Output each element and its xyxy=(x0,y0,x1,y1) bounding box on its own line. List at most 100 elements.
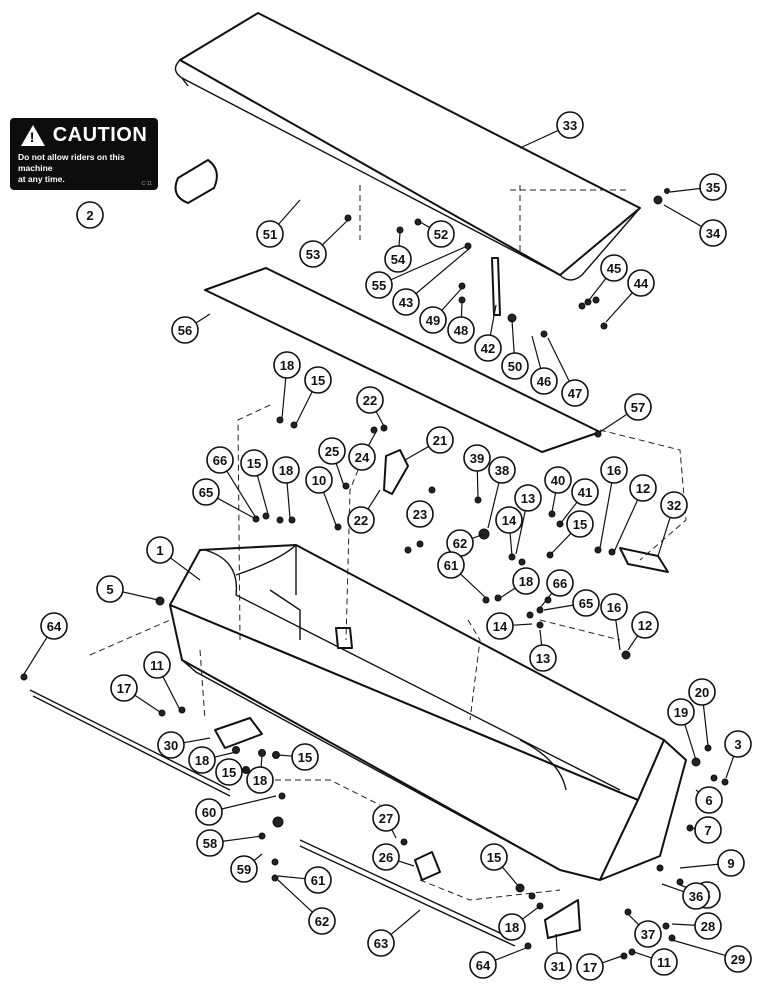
callout-circle xyxy=(308,907,336,935)
callout-label: 21 xyxy=(433,433,447,448)
callout-circle xyxy=(650,948,678,976)
leader-line xyxy=(183,737,211,744)
callout-label: 35 xyxy=(706,180,720,195)
callout-11: 11 xyxy=(633,948,678,976)
callout-circle xyxy=(561,379,589,407)
callout-circle xyxy=(318,437,346,465)
callout-circle xyxy=(469,951,497,979)
callout-label: 18 xyxy=(519,574,533,589)
callout-57: 57 xyxy=(599,393,652,433)
bracket-21 xyxy=(383,449,409,495)
leader-line xyxy=(522,905,541,920)
callout-label: 17 xyxy=(583,960,597,975)
callout-25: 25 xyxy=(318,437,346,487)
callout-label: 62 xyxy=(453,536,467,551)
leader-line xyxy=(559,501,578,525)
leader-line xyxy=(494,947,527,961)
callout-circle xyxy=(688,678,716,706)
leader-line xyxy=(217,497,255,519)
leader-line xyxy=(605,292,633,323)
leader-line xyxy=(547,337,570,382)
callout-label: 48 xyxy=(454,323,468,338)
callout-11: 11 xyxy=(143,651,181,711)
callout-label: 24 xyxy=(355,450,370,465)
leader-line xyxy=(214,751,237,758)
leader-line xyxy=(599,413,628,433)
callout-label: 18 xyxy=(280,358,294,373)
callout-2: 2 xyxy=(76,201,104,229)
callout-circle xyxy=(372,804,400,832)
leader-line xyxy=(335,463,345,487)
callout-circle xyxy=(530,367,558,395)
callout-circle xyxy=(724,730,752,758)
leader-line xyxy=(501,866,521,889)
callout-circle xyxy=(427,220,455,248)
leader-line xyxy=(391,829,397,839)
callout-circle xyxy=(272,456,300,484)
leader-line xyxy=(539,592,553,609)
leader-line xyxy=(539,629,543,646)
callout-circle xyxy=(437,551,465,579)
callout-circle xyxy=(463,444,491,472)
callout-circle xyxy=(157,731,185,759)
leader-line xyxy=(222,835,263,842)
callout-circle xyxy=(273,351,301,379)
leader-line xyxy=(419,221,431,229)
callout-circle xyxy=(367,929,395,957)
callout-7: 7 xyxy=(689,816,722,844)
callout-66: 66 xyxy=(539,569,574,609)
callout-circle xyxy=(498,913,526,941)
callout-label: 13 xyxy=(536,651,550,666)
callout-label: 39 xyxy=(470,451,484,466)
leader-line xyxy=(627,635,639,651)
callout-63: 63 xyxy=(367,909,421,957)
callout-33: 33 xyxy=(519,111,584,149)
callout-24: 24 xyxy=(348,431,377,471)
callout-label: 60 xyxy=(202,805,216,820)
callout-label: 15 xyxy=(311,373,325,388)
callout-19: 19 xyxy=(667,698,697,761)
callout-label: 14 xyxy=(493,619,508,634)
decal-header: CAUTION xyxy=(18,124,150,147)
decal-code: C·11 xyxy=(141,181,152,187)
callout-14: 14 xyxy=(495,506,523,557)
leader-line xyxy=(519,129,559,149)
callout-label: 22 xyxy=(363,393,377,408)
callout-32: 32 xyxy=(657,491,688,557)
callout-23: 23 xyxy=(406,500,434,528)
callout-54: 54 xyxy=(384,232,412,273)
leader-line xyxy=(277,754,293,757)
leader-line xyxy=(23,636,48,675)
callout-label: 16 xyxy=(607,600,621,615)
leader-line xyxy=(321,219,349,246)
callout-label: 2 xyxy=(86,208,93,223)
callout-18: 18 xyxy=(273,351,301,419)
callout-label: 59 xyxy=(237,862,251,877)
top-cover xyxy=(174,12,641,281)
leader-line xyxy=(543,604,574,611)
callout-circle xyxy=(76,201,104,229)
callout-label: 64 xyxy=(476,958,491,973)
leader-line xyxy=(627,913,640,926)
callout-circle xyxy=(474,334,502,362)
leader-line xyxy=(633,951,652,959)
callout-22: 22 xyxy=(356,386,387,431)
callout-label: 18 xyxy=(505,920,519,935)
callout-64: 64 xyxy=(469,947,527,979)
callout-circle xyxy=(246,766,274,794)
leader-line xyxy=(671,939,726,956)
callout-58: 58 xyxy=(196,829,263,857)
leader-line xyxy=(278,199,301,225)
callout-53: 53 xyxy=(299,219,349,268)
leader-line xyxy=(684,724,697,761)
callout-label: 18 xyxy=(279,463,293,478)
leader-line xyxy=(515,510,526,555)
callout-circle xyxy=(291,743,319,771)
leader-line xyxy=(549,532,572,556)
callout-label: 17 xyxy=(117,681,131,696)
leader-line xyxy=(555,933,558,954)
callout-label: 64 xyxy=(47,619,62,634)
callout-circle xyxy=(512,567,540,595)
callout-circle xyxy=(304,866,332,894)
